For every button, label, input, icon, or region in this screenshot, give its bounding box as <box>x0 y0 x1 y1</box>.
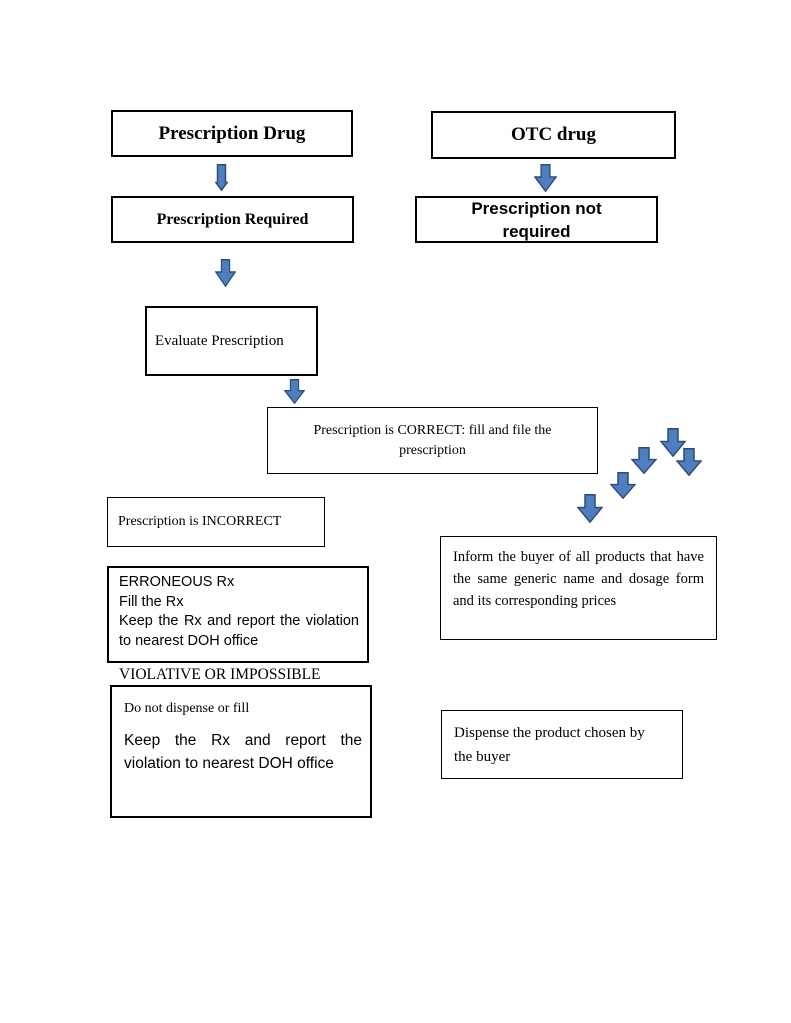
violative-label: VIOLATIVE OR IMPOSSIBLE <box>119 666 321 683</box>
node-label-line3: Keep the Rx and report the violation to … <box>119 613 359 649</box>
node-label-line2: Keep the Rx and report the violation to … <box>124 732 362 772</box>
node-erroneous-rx: ERRONEOUS Rx Fill the Rx Keep the Rx and… <box>107 566 369 663</box>
down-arrow-icon <box>284 379 305 404</box>
node-label: OTC drug <box>511 124 596 145</box>
node-label-line1: Do not dispense or fill <box>124 701 250 716</box>
node-label-line2: Fill the Rx <box>119 593 184 610</box>
node-prescription-required: Prescription Required <box>111 196 354 243</box>
node-inform-buyer: Inform the buyer of all products that ha… <box>440 536 717 640</box>
node-do-not-dispense: Do not dispense or fill Keep the Rx and … <box>110 685 372 818</box>
node-prescription-not-required: Prescription not required <box>415 196 658 243</box>
node-label: Prescription Drug <box>158 122 306 144</box>
node-label-line1: ERRONEOUS Rx <box>119 574 235 590</box>
down-arrow-icon <box>631 447 657 474</box>
node-label: Inform the buyer of all products that ha… <box>453 549 704 609</box>
node-dispense-product: Dispense the product chosen by the buyer <box>441 710 683 779</box>
node-label: Evaluate Prescription <box>155 332 284 349</box>
node-otc-drug: OTC drug <box>431 111 676 159</box>
down-arrow-icon <box>215 259 236 287</box>
down-arrow-icon <box>676 448 702 476</box>
down-arrow-icon <box>610 472 636 499</box>
down-arrow-icon <box>215 164 228 191</box>
node-prescription-incorrect: Prescription is INCORRECT <box>107 497 325 547</box>
down-arrow-icon <box>660 428 686 457</box>
node-label: Prescription is CORRECT: fill and file t… <box>313 422 552 458</box>
node-label: Prescription not required <box>471 198 602 241</box>
node-prescription-correct: Prescription is CORRECT: fill and file t… <box>267 407 598 474</box>
node-prescription-drug: Prescription Drug <box>111 110 353 157</box>
down-arrow-icon <box>534 164 557 192</box>
node-label: Prescription is INCORRECT <box>118 514 282 529</box>
node-label: Prescription Required <box>156 210 309 228</box>
down-arrow-icon <box>577 494 603 523</box>
node-evaluate-prescription: Evaluate Prescription <box>145 306 318 376</box>
node-label: Dispense the product chosen by the buyer <box>454 724 645 765</box>
